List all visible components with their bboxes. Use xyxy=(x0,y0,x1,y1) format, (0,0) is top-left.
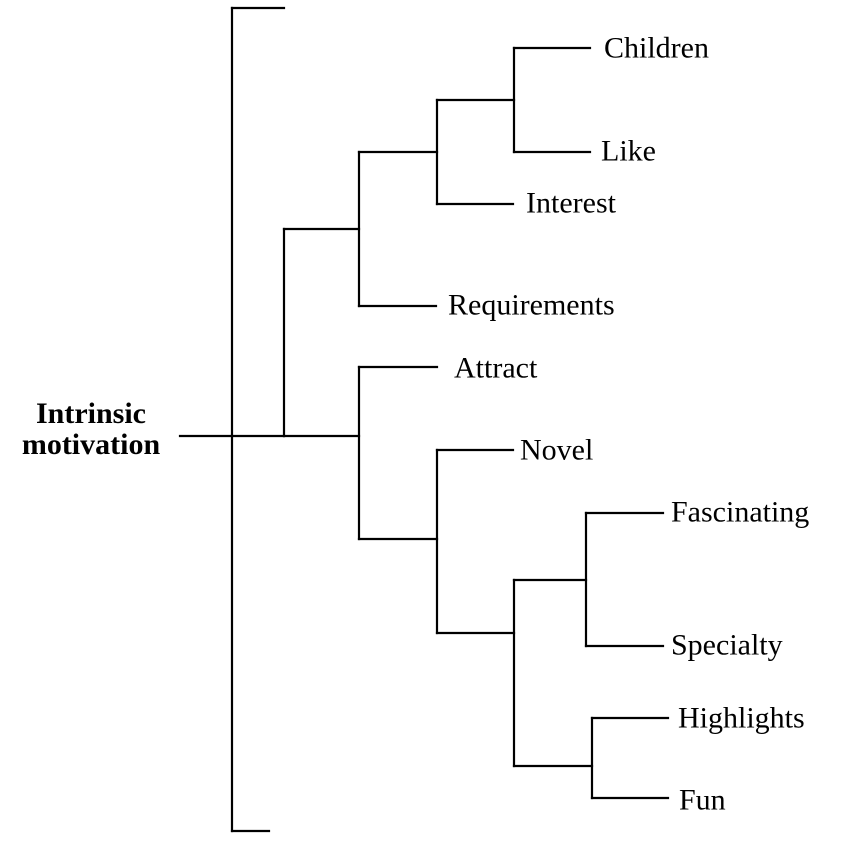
leaf-like: Like xyxy=(601,134,656,168)
leaf-requirements: Requirements xyxy=(448,288,615,322)
root-label-line-1: Intrinsic xyxy=(35,397,146,430)
leaf-specialty: Specialty xyxy=(671,628,783,662)
leaf-fascinating: Fascinating xyxy=(671,495,810,529)
leaf-interest: Interest xyxy=(526,186,616,220)
leaf-children: Children xyxy=(604,31,709,65)
leaf-attract: Attract xyxy=(454,351,538,385)
leaf-fun: Fun xyxy=(679,783,726,817)
leaf-highlights: Highlights xyxy=(678,701,805,735)
leaf-novel: Novel xyxy=(520,433,594,467)
root-label-line-2: motivation xyxy=(21,428,161,461)
root-label: Intrinsic motivation xyxy=(8,398,174,460)
